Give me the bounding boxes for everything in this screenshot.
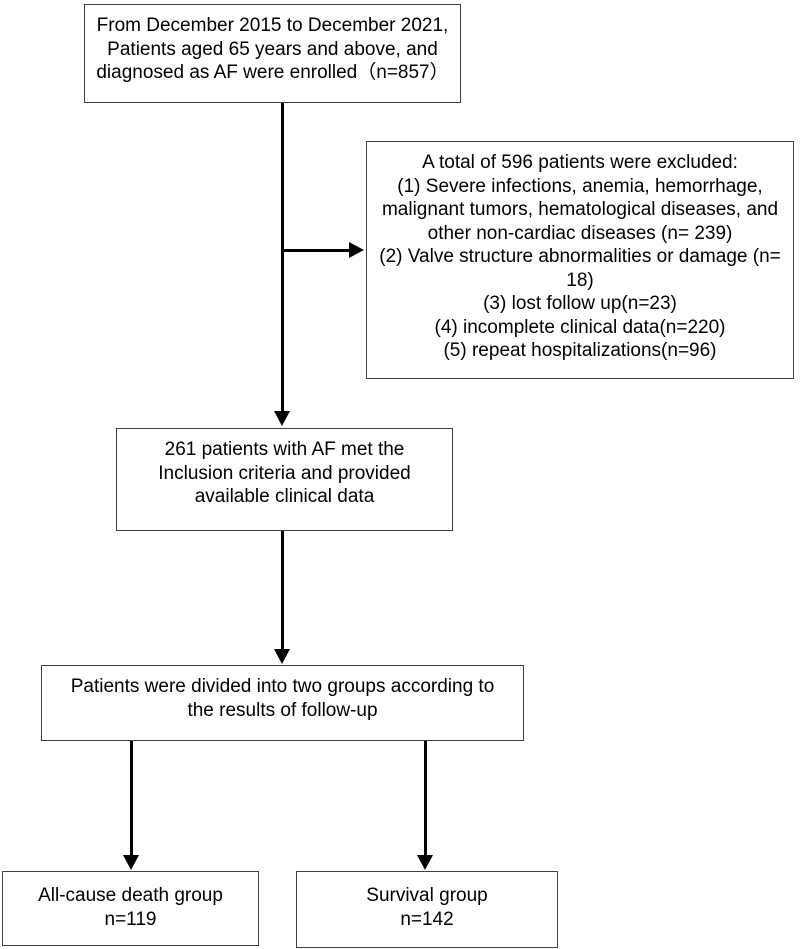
- box-enrolled-patients: From December 2015 to December 2021, Pat…: [84, 4, 461, 103]
- box-excluded-patients: A total of 596 patients were excluded: (…: [366, 141, 794, 379]
- arrowhead-down-icon: [123, 855, 139, 870]
- arrowhead-down-icon: [274, 649, 290, 664]
- arrow-line-divided-to-survival-group: [424, 741, 427, 856]
- box-survival-group: Survival group n=142: [296, 871, 558, 948]
- arrowhead-down-icon: [417, 855, 433, 870]
- box-groups-division: Patients were divided into two groups ac…: [41, 665, 524, 741]
- arrow-line-enrolled-to-included: [281, 103, 284, 412]
- box-included-patients: 261 patients with AF met the Inclusion c…: [116, 428, 453, 531]
- arrowhead-right-icon: [349, 242, 364, 258]
- arrow-line-included-to-divided: [281, 531, 284, 650]
- arrow-line-divided-to-death-group: [130, 741, 133, 856]
- arrow-line-branch-to-excluded: [283, 249, 349, 252]
- arrowhead-down-icon: [274, 411, 290, 426]
- box-all-cause-death-group: All-cause death group n=119: [2, 871, 259, 946]
